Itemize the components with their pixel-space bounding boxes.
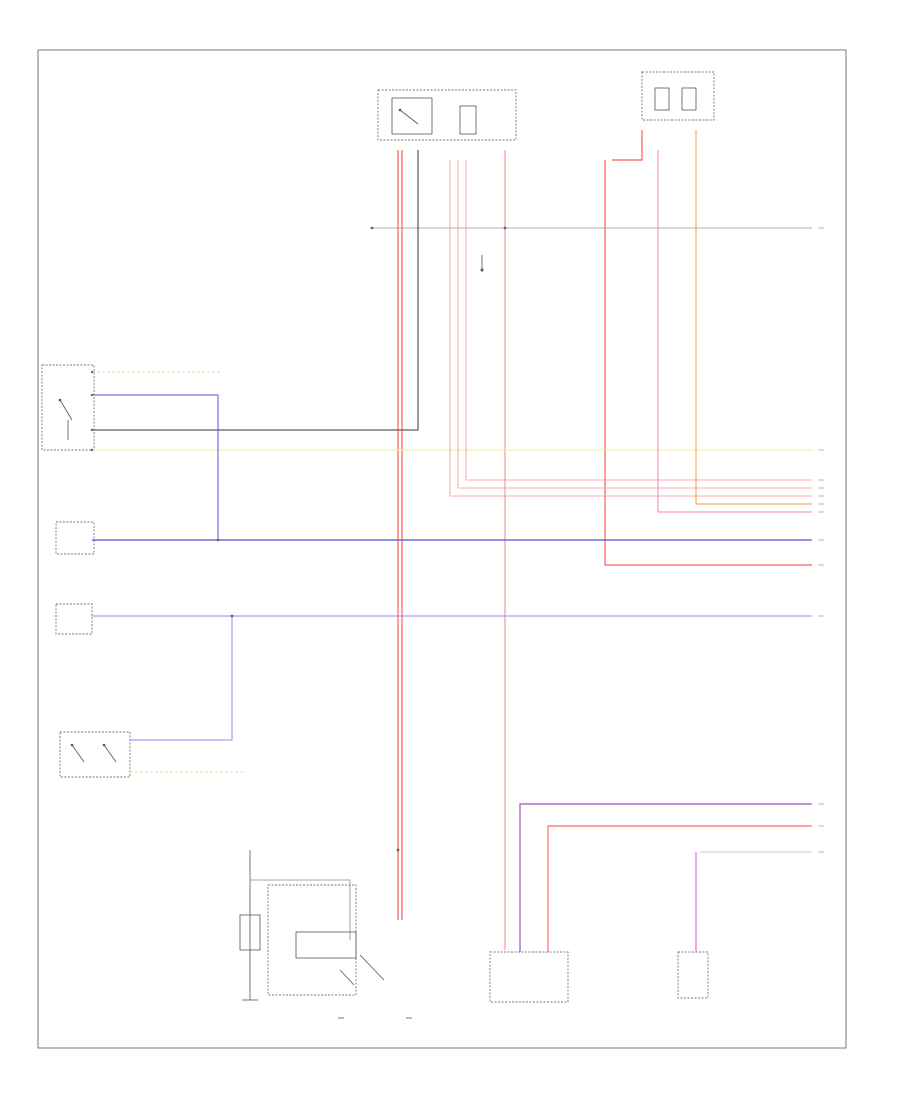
diagram-frame: [37, 49, 847, 1049]
wire-black: [92, 150, 419, 431]
wire-light-blue: [92, 615, 812, 741]
wire-yellow-small: [92, 371, 246, 773]
ignition-switch-component: [377, 89, 517, 141]
wire-orange: [695, 130, 812, 505]
fuse-box-component: [641, 71, 715, 121]
steering-column-module-component: [55, 603, 93, 635]
right-terminals: [818, 227, 824, 853]
relay-1-component: [41, 364, 95, 451]
steering-switch-assembly-component: [59, 731, 131, 778]
ground-point-component: [239, 850, 261, 1001]
electronic-steering-lock-component: [489, 951, 569, 1003]
relay-2-component: [55, 521, 95, 555]
wire-pink: [657, 150, 812, 513]
wire-gray-lower: [250, 851, 812, 940]
wire-red-main: [397, 130, 812, 950]
wire-red-group: [449, 160, 812, 497]
wire-blue: [92, 394, 812, 541]
wire-purple: [519, 803, 812, 952]
wire-red-lower: [547, 825, 812, 952]
connector-nodes: [90, 226, 507, 852]
connector-module-component: [677, 951, 709, 999]
starter-component: [267, 884, 385, 996]
ground-symbols: [338, 255, 484, 1019]
